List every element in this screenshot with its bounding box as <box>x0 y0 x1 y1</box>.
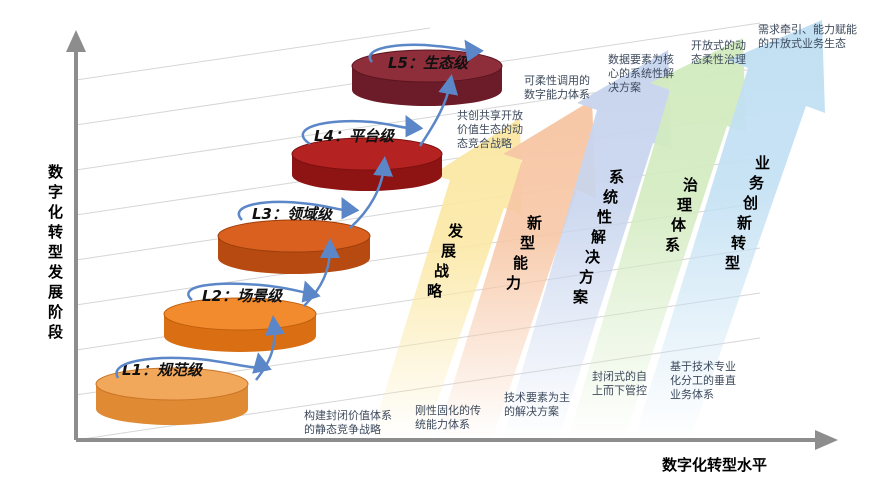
arrow-title-char: 业 <box>755 154 770 172</box>
y-label-char: 段 <box>48 323 63 341</box>
swirl-l3 <box>237 197 360 221</box>
level-l3: L3：领域级 <box>217 205 371 274</box>
connector-l4-l5 <box>418 74 459 147</box>
top-note-line: 可柔性调用的 <box>524 73 590 87</box>
arrow-title-char: 发 <box>447 222 464 240</box>
arrow-title-char: 型 <box>520 234 535 252</box>
arrow-title-char: 展 <box>441 242 456 260</box>
level-label: L4：平台级 <box>314 127 396 145</box>
arrow-title-char: 新 <box>527 214 542 232</box>
bottom-notes: 构建封闭价值体系 的静态竞争战略 刚性固化的传 统能力体系 技术要素为主 的解决… <box>304 359 736 436</box>
disk-top <box>95 367 249 401</box>
arrow-title-char: 体 <box>671 216 687 234</box>
y-label-char: 化 <box>48 203 63 221</box>
top-note-line: 态竞合战略 <box>457 136 512 150</box>
arrow-title-char: 战 <box>434 262 449 280</box>
swirl-l2 <box>187 280 321 303</box>
level-label: L2：场景级 <box>202 287 284 305</box>
bottom-note-line: 上而下管控 <box>592 383 647 397</box>
top-notes: 共创共享开放 价值生态的动 态竞合战略 可柔性调用的 数字能力体系 数据要素为核… <box>457 22 857 150</box>
connector-l3-l4 <box>349 156 394 229</box>
arrow-title-char: 型 <box>725 254 740 272</box>
arrow-governance <box>568 38 746 440</box>
level-l2: L2：场景级 <box>163 287 317 352</box>
y-label-char: 转 <box>48 223 63 241</box>
arrow-title-char: 务 <box>749 174 765 192</box>
arrow-title-char: 治 <box>683 176 698 194</box>
arrow-title-char: 转 <box>731 234 746 252</box>
arrow-title-char: 创 <box>742 194 758 212</box>
level-label: L1：规范级 <box>122 361 204 379</box>
connector-l2-l3 <box>303 238 340 307</box>
y-label-char: 展 <box>48 283 63 301</box>
bottom-note-line: 构建封闭价值体系 <box>304 408 392 422</box>
arrow-title-char: 统 <box>603 188 618 206</box>
arrow-title-char: 略 <box>427 282 443 300</box>
arrow-strategy <box>370 118 522 440</box>
y-axis-arrowhead <box>66 30 86 52</box>
bottom-note-line: 技术要素为主 <box>504 391 570 404</box>
level-l4: L4：平台级 <box>291 127 443 191</box>
arrow-title-char: 解 <box>591 228 606 246</box>
arrow-title-char: 案 <box>572 288 589 306</box>
x-axis-label: 数字化转型水平 <box>662 456 767 474</box>
level-l5: L5：生态级 <box>351 49 503 106</box>
bottom-note-line: 封闭式的自 <box>592 369 647 383</box>
level-connectors <box>115 39 484 381</box>
x-axis-arrowhead <box>815 430 838 450</box>
top-note-line: 数据要素为核 <box>608 52 674 66</box>
bottom-note-line: 刚性固化的传 <box>415 403 481 417</box>
connector-l1-l2 <box>255 315 285 381</box>
level-l1: L1：规范级 <box>95 361 249 425</box>
y-label-char: 字 <box>48 183 63 201</box>
arrow-solution <box>502 50 672 440</box>
y-label-char: 型 <box>48 243 63 261</box>
y-axis-label: 数 字 化 转 型 发 展 阶 段 <box>47 163 64 341</box>
level-label: L3：领域级 <box>252 205 334 223</box>
arrow-title-char: 决 <box>585 248 601 266</box>
top-note-line: 开放式的动 <box>691 38 746 52</box>
axes <box>66 30 838 450</box>
y-label-char: 阶 <box>48 303 64 321</box>
y-label-char: 发 <box>47 263 64 281</box>
bottom-note-line: 化分工的垂直 <box>670 373 736 387</box>
arrow-title-char: 方 <box>579 268 594 286</box>
arrow-title-char: 力 <box>506 274 521 292</box>
arrow-title-char: 性 <box>597 208 612 226</box>
top-note-line: 的开放式业务生态 <box>758 36 846 50</box>
top-note-line: 态柔性治理 <box>691 52 746 66</box>
disk-top <box>291 137 443 171</box>
top-note-line: 数字能力体系 <box>524 87 590 101</box>
bottom-note-line: 基于技术专业 <box>670 359 736 373</box>
swirl-l5 <box>368 39 484 63</box>
bottom-note-line: 业务体系 <box>670 387 714 401</box>
swirl-l1 <box>115 352 272 379</box>
arrow-title-char: 系 <box>665 236 680 254</box>
arrow-title-char: 新 <box>737 214 752 232</box>
top-note-line: 决方案 <box>608 80 641 94</box>
arrow-title-char: 能 <box>513 254 528 272</box>
arrow-title-char: 系 <box>609 168 624 186</box>
bottom-note-line: 的静态竞争战略 <box>304 422 381 436</box>
swirl-l4 <box>301 115 424 146</box>
top-note-line: 需求牵引、能力赋能 <box>758 22 857 36</box>
top-note-line: 心的系统性解 <box>608 66 674 80</box>
arrow-title-char: 理 <box>677 196 692 214</box>
bottom-note-line: 统能力体系 <box>415 417 470 431</box>
top-note-line: 共创共享开放 <box>457 108 523 122</box>
capability-arrows <box>370 20 825 440</box>
arrow-titles: 发 展 战 略 新 型 能 力 系 统 性 解 决 方 案 治 理 体 系 业 … <box>427 154 770 306</box>
level-label: L5：生态级 <box>388 54 470 72</box>
top-note-line: 价值生态的动 <box>457 122 523 136</box>
disk-top <box>217 219 371 253</box>
arrow-capability <box>436 100 596 440</box>
y-label-char: 数 <box>48 163 64 181</box>
arrow-business <box>634 20 825 440</box>
bottom-note-line: 的解决方案 <box>504 404 559 418</box>
